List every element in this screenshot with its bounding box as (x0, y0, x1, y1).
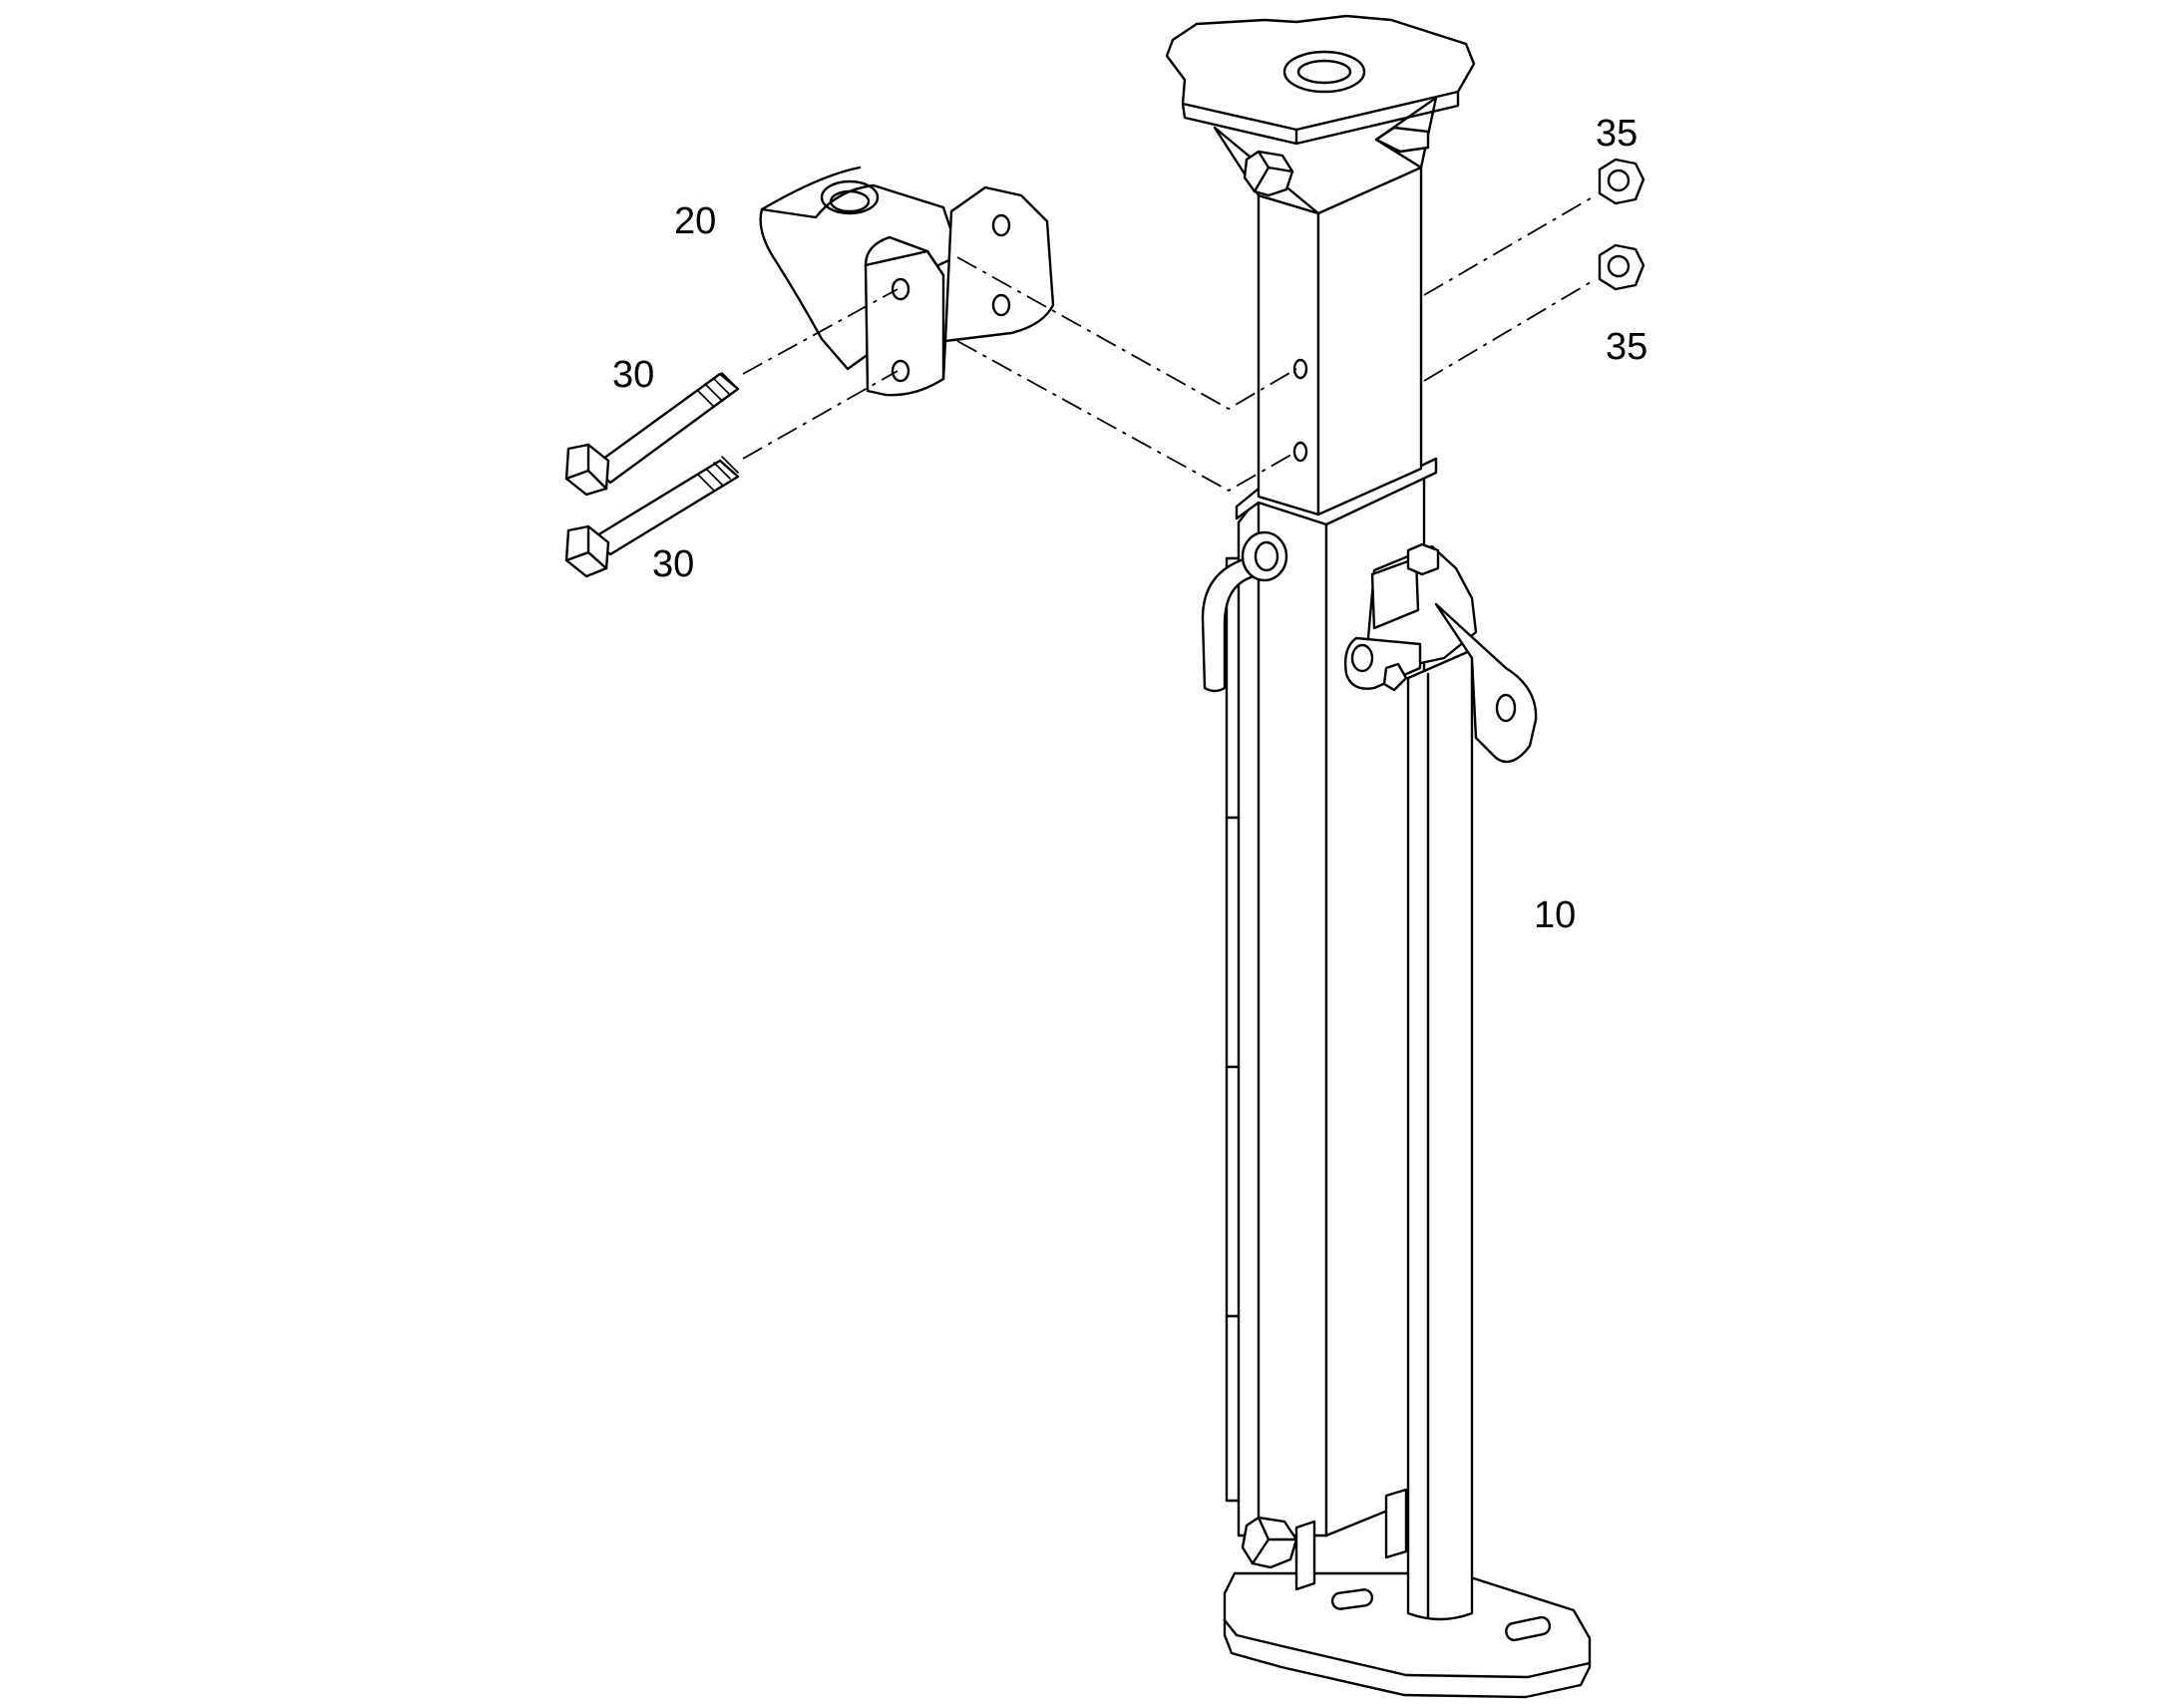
support-leg-assembly (1165, 14, 1592, 1699)
jack-rod (1406, 648, 1474, 1621)
bolt-lower (564, 456, 740, 578)
callout-10: 10 (1534, 894, 1576, 936)
callout-35-upper: 35 (1596, 113, 1637, 155)
nut-lower (1598, 243, 1645, 291)
rod-clamp (1343, 542, 1538, 764)
crank-handle (1201, 552, 1261, 693)
callout-35-lower: 35 (1606, 326, 1647, 368)
bottom-bolt (1241, 1488, 1408, 1591)
callout-30-lower: 30 (652, 543, 694, 585)
foot-plate (1223, 1571, 1592, 1699)
inner-tube (1257, 166, 1423, 516)
callout-30-upper: 30 (612, 354, 654, 396)
bolt-upper (564, 372, 740, 497)
nut-upper (1598, 158, 1645, 205)
top-plate (1165, 14, 1476, 215)
assembly-leader-lines (742, 194, 1597, 493)
mounting-bracket (759, 166, 1055, 397)
callout-20: 20 (674, 200, 716, 242)
crank-boss (1241, 530, 1288, 582)
